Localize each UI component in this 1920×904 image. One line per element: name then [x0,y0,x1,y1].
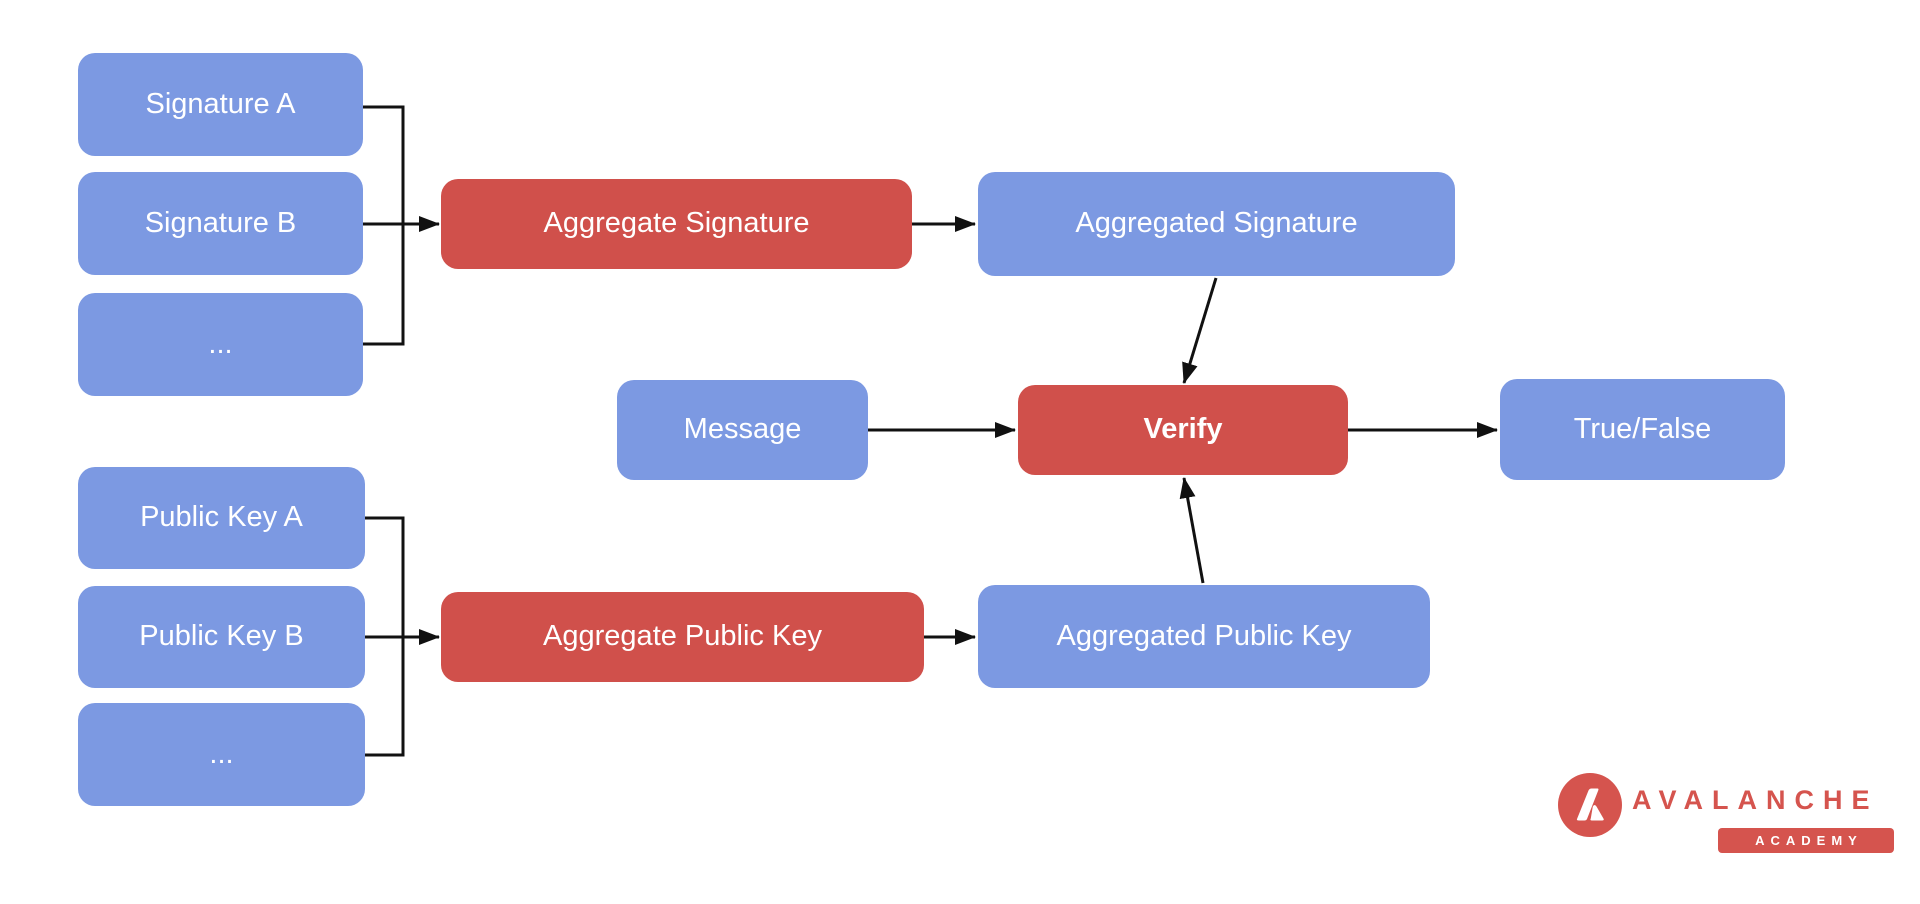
node-signature-a: Signature A [78,53,363,156]
logo-academy-badge: ACADEMY [1718,828,1894,853]
avalanche-academy-logo: AVALANCHE ACADEMY [1558,773,1898,858]
logo-brand-text: AVALANCHE [1632,785,1879,815]
connector-aggregated-signature-to-verify-arrow [1182,277,1218,384]
node-public-key-more: ... [78,703,365,806]
node-aggregated-public-key: Aggregated Public Key [978,585,1430,688]
node-signature-b: Signature B [78,172,363,275]
node-public-key-a: Public Key A [78,467,365,569]
node-true-false: True/False [1500,379,1785,480]
node-signature-more: ... [78,293,363,396]
connector-aggregated-publickey-to-verify-arrow [1179,477,1205,584]
node-aggregated-signature: Aggregated Signature [978,172,1455,276]
node-verify: Verify [1018,385,1348,475]
node-public-key-b: Public Key B [78,586,365,688]
avalanche-triangle-icon [1558,773,1622,837]
connector-signatures-bracket [363,105,405,346]
connector-publickeys-bracket [365,516,405,757]
node-aggregate-public-key: Aggregate Public Key [441,592,924,682]
node-message: Message [617,380,868,480]
node-aggregate-signature: Aggregate Signature [441,179,912,269]
